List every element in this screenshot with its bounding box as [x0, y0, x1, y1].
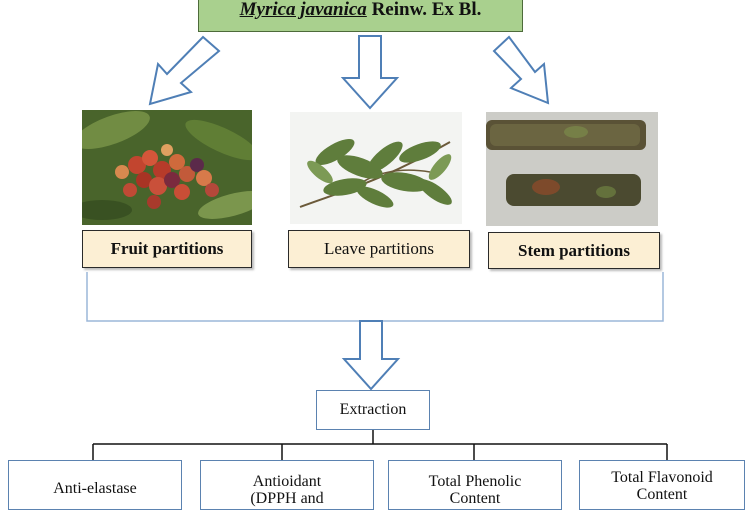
arrow-to-extraction-icon: [341, 320, 401, 391]
anti-elastase-box: Anti-elastase: [8, 460, 182, 510]
assay-3-line1: Total Phenolic: [428, 473, 522, 491]
berries: [115, 144, 219, 209]
antioxidant-box: Antioidant(DPPH and: [200, 460, 374, 510]
assay-3-line2: Content: [449, 490, 501, 507]
assay-4-line2: Content: [636, 486, 688, 503]
species-title-box: Myrica javanica Reinw. Ex Bl.: [198, 0, 523, 32]
extraction-box: Extraction: [316, 390, 430, 430]
fruit-photo: [82, 110, 252, 225]
stem-partitions-label: Stem partitions: [488, 232, 660, 269]
parts-bracket: [86, 272, 664, 322]
species-name: Myrica javanica: [239, 0, 367, 20]
arrow-to-leave-icon: [340, 35, 400, 110]
stem-photo: [486, 112, 658, 226]
fruit-partitions-label: Fruit partitions: [82, 230, 252, 268]
arrow-to-fruit-icon: [148, 35, 221, 106]
assay-2-line2: (DPPH and: [250, 490, 324, 507]
leave-photo: [290, 112, 462, 224]
assay-2-line1: Antioidant: [252, 473, 322, 491]
leave-partitions-label: Leave partitions: [288, 230, 470, 268]
assay-1-line1: Anti-elastase: [53, 479, 137, 497]
species-authority: Reinw. Ex Bl.: [371, 0, 482, 20]
diagram-connectors: [86, 35, 668, 460]
arrow-to-stem-icon: [492, 35, 550, 105]
assay-4-line1: Total Flavonoid: [611, 469, 713, 487]
